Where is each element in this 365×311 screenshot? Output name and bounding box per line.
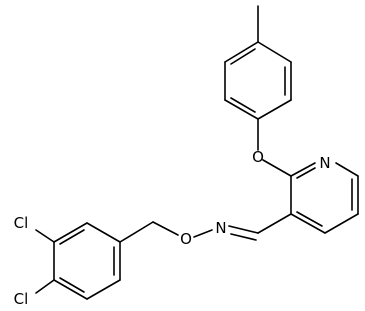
bond-pyr-c5-c4 (324, 213, 359, 234)
bond-ether-pyridine (262, 159, 292, 177)
bond-pyr-inner-3 (296, 211, 323, 227)
bond-tolyl-inner-3 (230, 48, 256, 65)
atom-n-pyridine: N (319, 154, 330, 172)
bond-tolyl-3 (257, 99, 292, 120)
bond-n-o (193, 229, 213, 238)
bond-tolyl-6 (224, 41, 259, 63)
bond-dcp-3 (53, 279, 88, 300)
bond-dcp-inner-3 (59, 229, 85, 245)
bond-tolyl-1 (257, 41, 292, 63)
bond-pyr-inner-1 (296, 167, 316, 179)
bond-ch2-aryl (119, 221, 154, 243)
atom-n-oxime: N (215, 219, 226, 237)
atom-labels: N O N O Cl Cl (14, 148, 331, 308)
bond-cl-4 (35, 279, 55, 294)
bond-ch-n (228, 225, 259, 234)
bond-c3-ch (257, 213, 292, 234)
bond-dcp-6 (86, 222, 121, 243)
bond-pyr-c2-n (290, 162, 316, 177)
bond-dcp-5 (53, 222, 88, 243)
bond-o-ch2 (152, 221, 179, 236)
atom-o-ether: O (252, 148, 264, 166)
bonds (35, 5, 359, 300)
bond-dcp-inner-2 (59, 277, 85, 293)
bond-cl-3 (35, 229, 55, 243)
bond-pyr-c4-c3 (290, 213, 326, 234)
atom-cl-4: Cl (14, 290, 29, 308)
bond-ch-n-double (230, 233, 257, 241)
bond-pyr-n-c6 (335, 162, 359, 177)
bond-tolyl-4 (224, 99, 259, 120)
bond-tolyl-inner-2 (230, 97, 256, 113)
atom-o-oxime: O (180, 230, 192, 248)
bond-dcp-2 (86, 279, 121, 300)
atom-cl-3: Cl (14, 214, 29, 232)
